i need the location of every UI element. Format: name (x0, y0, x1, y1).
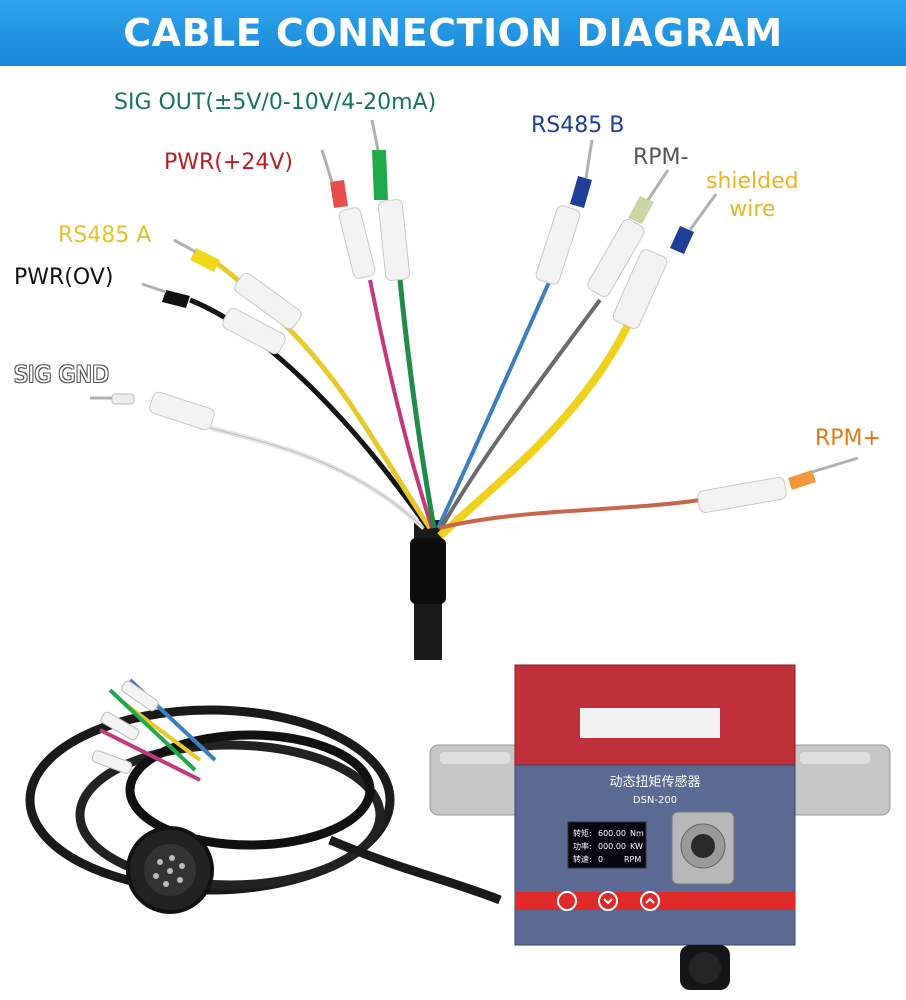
device-front-panel (514, 764, 796, 946)
title-banner: CABLE CONNECTION DIAGRAM (0, 0, 906, 66)
display-row-unit: KW (630, 842, 643, 851)
label-shielded-line1: shielded (706, 169, 799, 194)
label-shielded-wire: shielded wire (706, 168, 799, 224)
down-button-icon (598, 891, 618, 911)
coiled-cable (25, 678, 502, 914)
display-row-label: 转速: (573, 854, 592, 864)
display-row-label: 转矩: (573, 828, 592, 838)
wire-pwr-0v (141, 282, 431, 530)
wire-sig-gnd (90, 391, 426, 530)
label-rs485-a: RS485 A (58, 223, 152, 248)
wire-pwr-24v (320, 149, 434, 529)
device-name-cn: 动态扭矩传感器 (609, 774, 700, 790)
page-title: CABLE CONNECTION DIAGRAM (123, 11, 783, 55)
label-rs485-b: RS485 B (531, 113, 625, 138)
display-row-value: 600.00 (598, 829, 626, 838)
label-rpm-minus: RPM- (633, 145, 689, 170)
label-rpm-plus: RPM+ (815, 426, 881, 451)
wire-sig-out (370, 119, 437, 529)
wire-shielded (437, 193, 718, 539)
wire-rpm-minus (438, 169, 670, 531)
device-model: DSN-200 (633, 795, 677, 806)
label-pwr-0v: PWR(OV) (14, 265, 114, 290)
label-sig-gnd: SIG GND (14, 363, 109, 388)
wire-rs485-a (173, 238, 433, 530)
menu-button-icon (557, 891, 577, 911)
wire-rs485-b (436, 139, 594, 529)
torque-sensor-device: 动态扭矩传感器 DSN-200 转矩: 600.00 Nm 功率: 000.00… (429, 664, 891, 990)
main-cable (410, 520, 446, 660)
display-row-label: 功率: (573, 841, 592, 851)
label-shielded-line2: wire (729, 197, 776, 222)
display-row-value: 000.00 (598, 842, 626, 851)
device-display (567, 821, 647, 869)
label-pwr-24v: PWR(+24V) (164, 150, 293, 175)
display-row-value: 0 (598, 855, 603, 864)
label-sig-out: SIG OUT(±5V/0-10V/4-20mA) (114, 90, 437, 115)
display-row-unit: Nm (630, 829, 644, 838)
wire-rpm-plus (439, 456, 859, 530)
up-button-icon (640, 891, 660, 911)
display-row-unit: RPM (624, 855, 641, 864)
